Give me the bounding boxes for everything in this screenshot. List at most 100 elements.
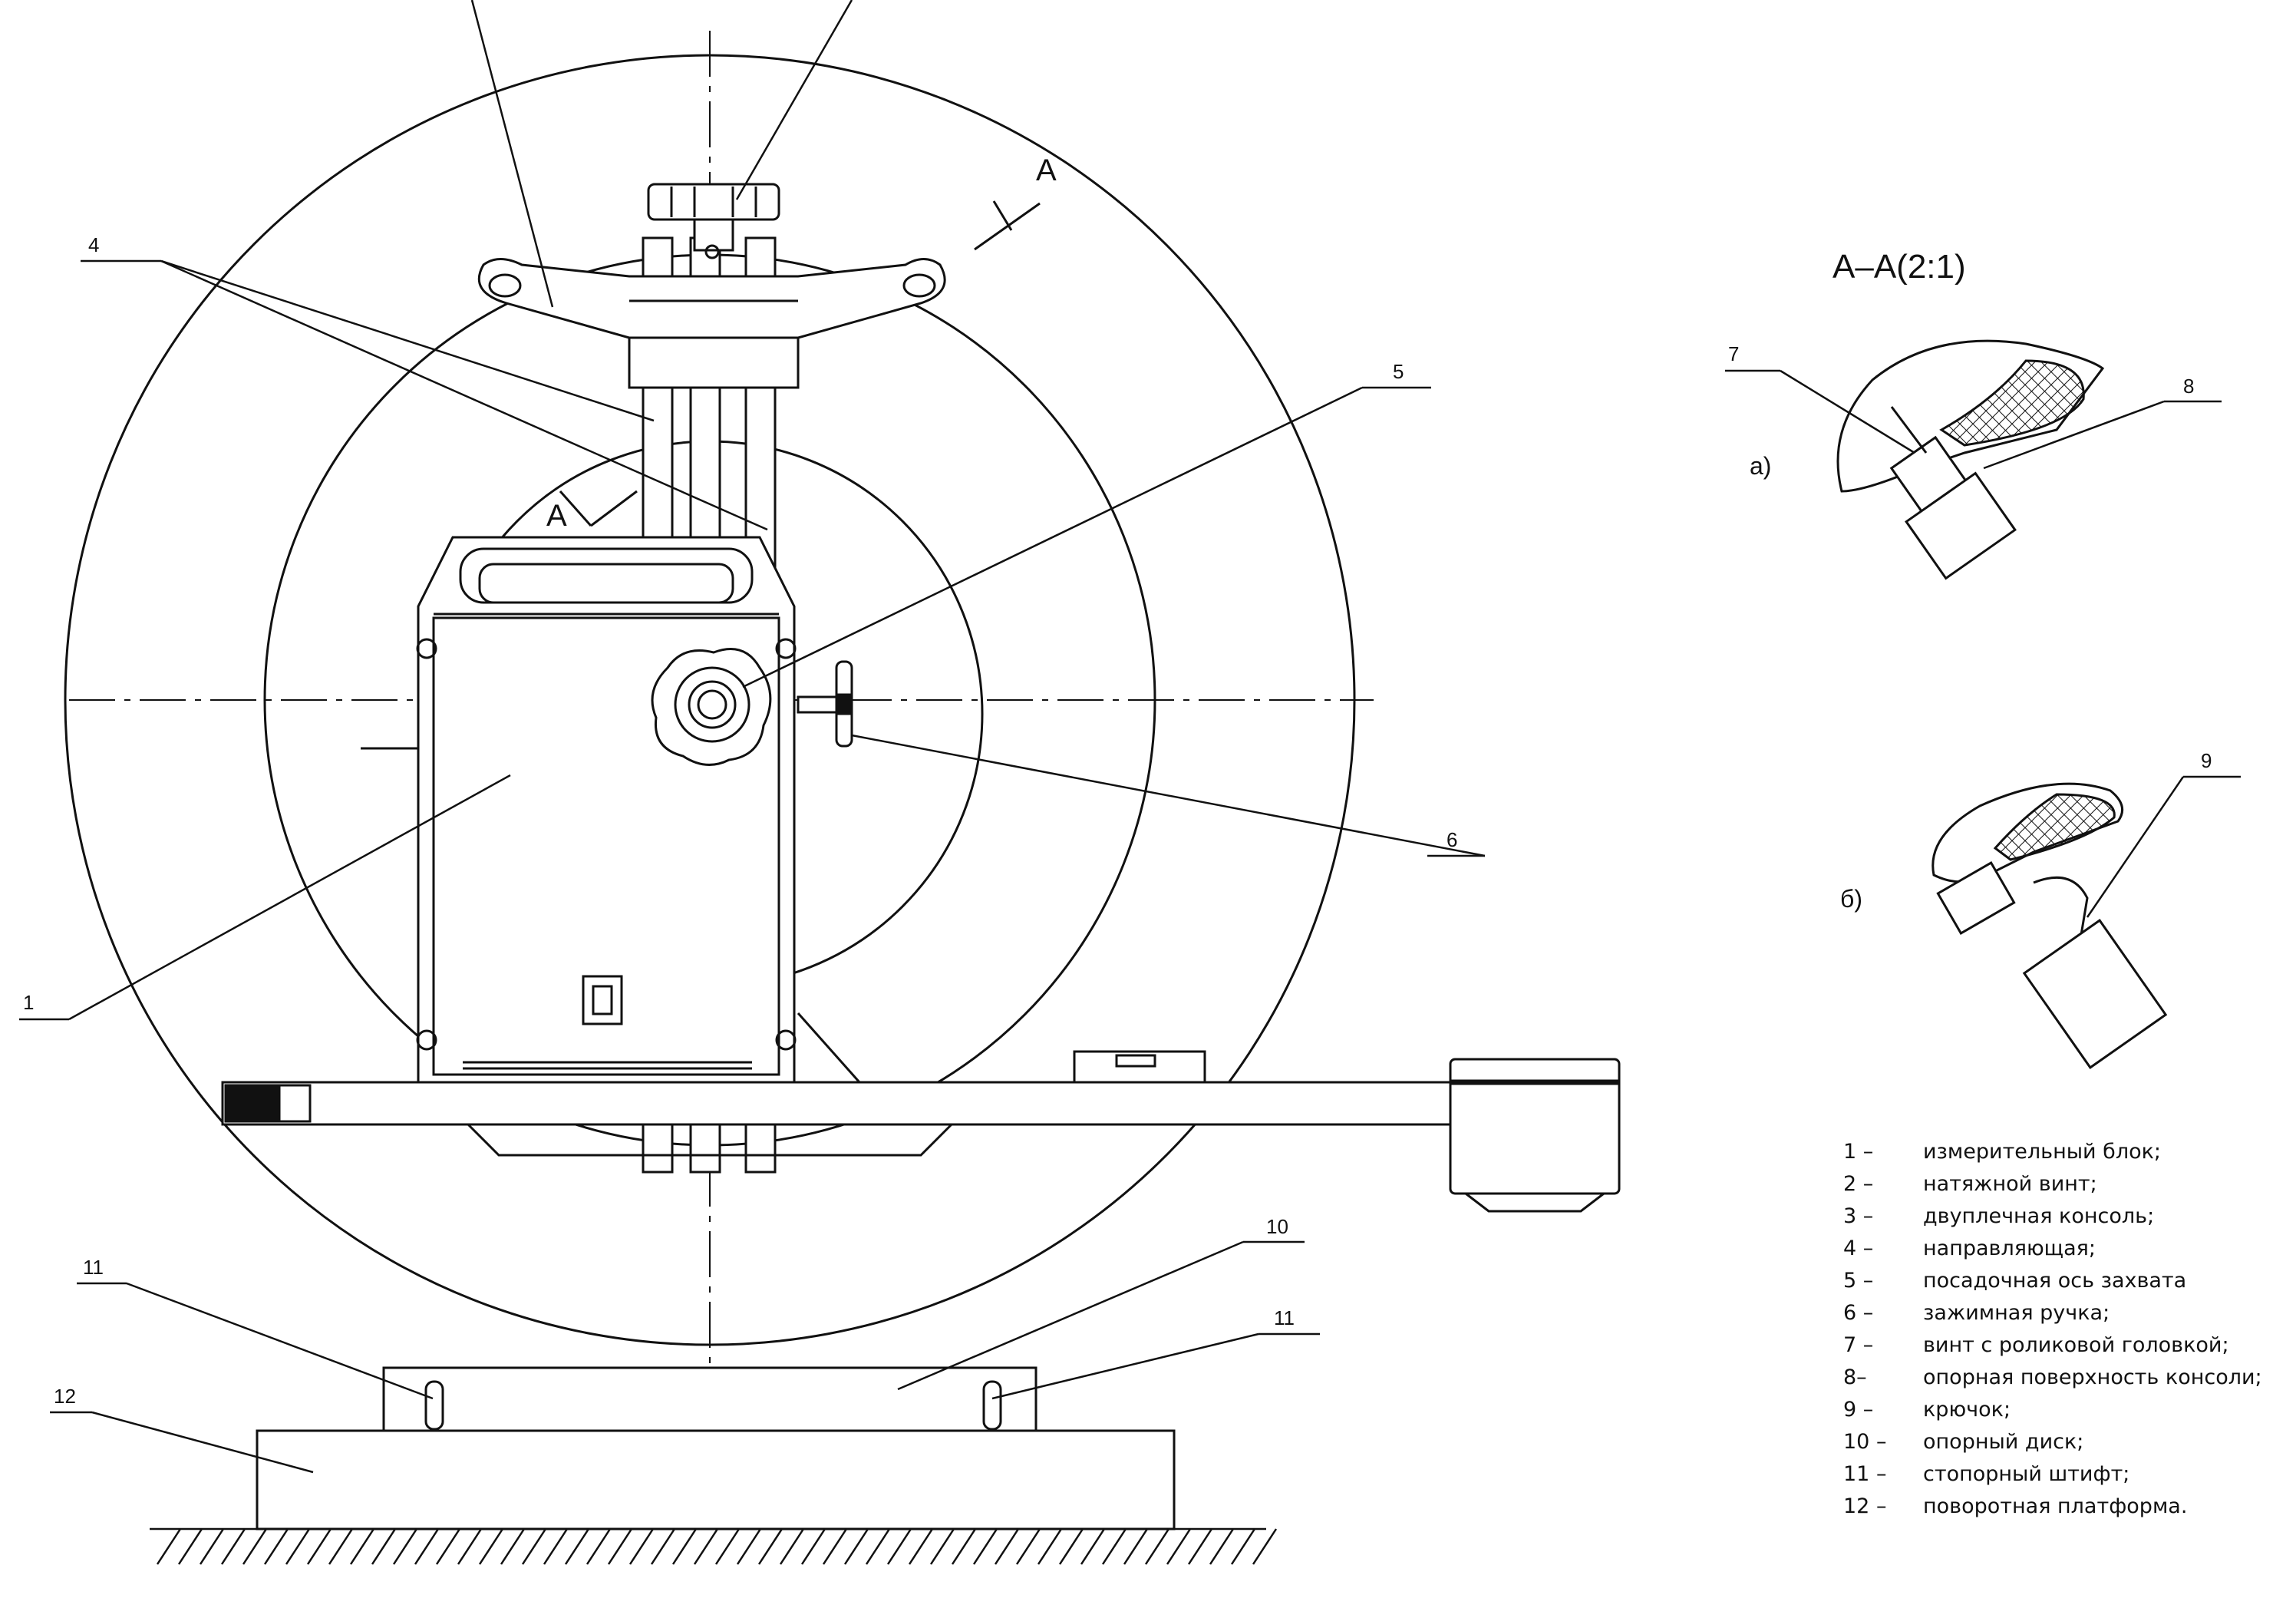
ground-tick [263,1528,289,1565]
label-7: 7 [1728,342,1739,365]
rotary-platform [256,1429,1176,1530]
ground-tick [1080,1528,1106,1565]
ground-tick [929,1528,955,1565]
ground-tick [1037,1528,1063,1565]
legend-text: опорная поверхность консоли; [1923,1365,2262,1389]
ground-tick [500,1528,526,1565]
measuring-block [361,536,797,1084]
legend-text: направляющая; [1923,1237,2096,1260]
ground-tick [156,1528,182,1565]
legend-text: крючок; [1923,1398,2011,1422]
outer-disk [64,54,1356,1346]
ground-tick [543,1528,569,1565]
legend-text: посадочная ось захвата [1923,1269,2187,1293]
ground-tick [220,1528,246,1565]
legend: 1 – измерительный блок; 2 – натяжной винт; 3… [1843,1136,2288,1523]
legend-number: 5 – [1843,1269,1874,1293]
ground-tick [349,1528,375,1565]
legend-item: 1 – измерительный блок; [1843,1136,2288,1168]
ground-tick [435,1528,461,1565]
legend-item: 9 –крючок; [1843,1394,2288,1426]
grip-axis-knob [651,648,772,766]
ground-tick [994,1528,1020,1565]
ground-tick [1101,1528,1127,1565]
legend-number: 6 – [1843,1301,1874,1325]
ground-tick [908,1528,934,1565]
legend-text: стопорный штифт; [1923,1462,2130,1486]
support-disk [382,1366,1037,1432]
stop-pin-right [982,1380,1002,1431]
ground-tick [951,1528,977,1565]
legend-item: 11 – стопорный штифт; [1843,1458,2288,1491]
legend-text: опорный диск; [1923,1430,2084,1454]
ground-ticks [156,1528,1278,1565]
ground-tick [1230,1528,1256,1565]
ground-tick [650,1528,676,1565]
legend-item: 7 –винт с роликовой головкой; [1843,1329,2288,1362]
ground-tick [757,1528,783,1565]
legend-text: измерительный блок; [1923,1140,2162,1164]
ground-tick [1123,1528,1149,1565]
legend-text: зажимная ручка; [1923,1301,2110,1325]
ground-tick [199,1528,225,1565]
legend-number: 10 – [1843,1430,1887,1454]
ground-tick [1209,1528,1235,1565]
ground-tick [693,1528,719,1565]
sublabel-b: б) [1840,885,1862,913]
ground-tick [1166,1528,1192,1565]
stop-pin-left [424,1380,444,1431]
label-11-right: 11 [1274,1306,1295,1329]
ground-tick [371,1528,397,1565]
label-10: 10 [1266,1215,1288,1238]
label-9: 9 [2201,749,2212,772]
legend-item: 2 – натяжной винт; [1843,1168,2288,1200]
ground-tick [1058,1528,1084,1565]
section-title: A–A(2:1) [1833,248,1966,286]
ground-tick [478,1528,504,1565]
ground-tick [628,1528,655,1565]
label-12: 12 [54,1385,76,1408]
legend-item: 12 – поворотная платформа. [1843,1491,2288,1523]
label-1: 1 [23,991,34,1014]
legend-text: натяжной винт; [1923,1172,2097,1196]
ground-tick [457,1528,483,1565]
detail-view-b [1931,782,2168,1069]
ground-tick [822,1528,848,1565]
legend-number: 1 – [1843,1140,1874,1164]
ground-tick [242,1528,268,1565]
ground-tick [779,1528,805,1565]
horizontal-beam [221,1012,1621,1213]
ground-tick [586,1528,612,1565]
legend-number: 11 – [1843,1462,1887,1486]
legend-item: 3 –двуплечная консоль; [1843,1200,2288,1233]
ground-tick [306,1528,332,1565]
two-arm-console [477,258,946,389]
label-8: 8 [2183,375,2194,398]
section-marks [559,200,1041,527]
legend-number: 12 – [1843,1494,1887,1518]
tension-screw [647,183,780,259]
ground-tick [392,1528,418,1565]
legend-text: поворотная платформа. [1923,1494,2188,1518]
ground-tick [865,1528,891,1565]
ground-tick [800,1528,826,1565]
section-label-a-top: A [1036,154,1057,187]
detail-view-a [1836,339,2105,580]
ground-tick [714,1528,741,1565]
ground-tick [1187,1528,1213,1565]
legend-item: 6 – зажимная ручка; [1843,1297,2288,1329]
legend-item: 8– опорная поверхность консоли; [1843,1362,2288,1394]
leader-lines [19,0,1486,1474]
ground-tick [564,1528,590,1565]
legend-number: 2 – [1843,1172,1874,1196]
legend-number: 8– [1843,1365,1867,1389]
clamp-handle [797,660,853,748]
ground-tick [972,1528,998,1565]
legend-item: 10 – опорный диск; [1843,1426,2288,1458]
ground-tick [177,1528,203,1565]
ground-tick [886,1528,912,1565]
ground-tick [1144,1528,1170,1565]
ground-tick [1252,1528,1278,1565]
ground-tick [607,1528,633,1565]
